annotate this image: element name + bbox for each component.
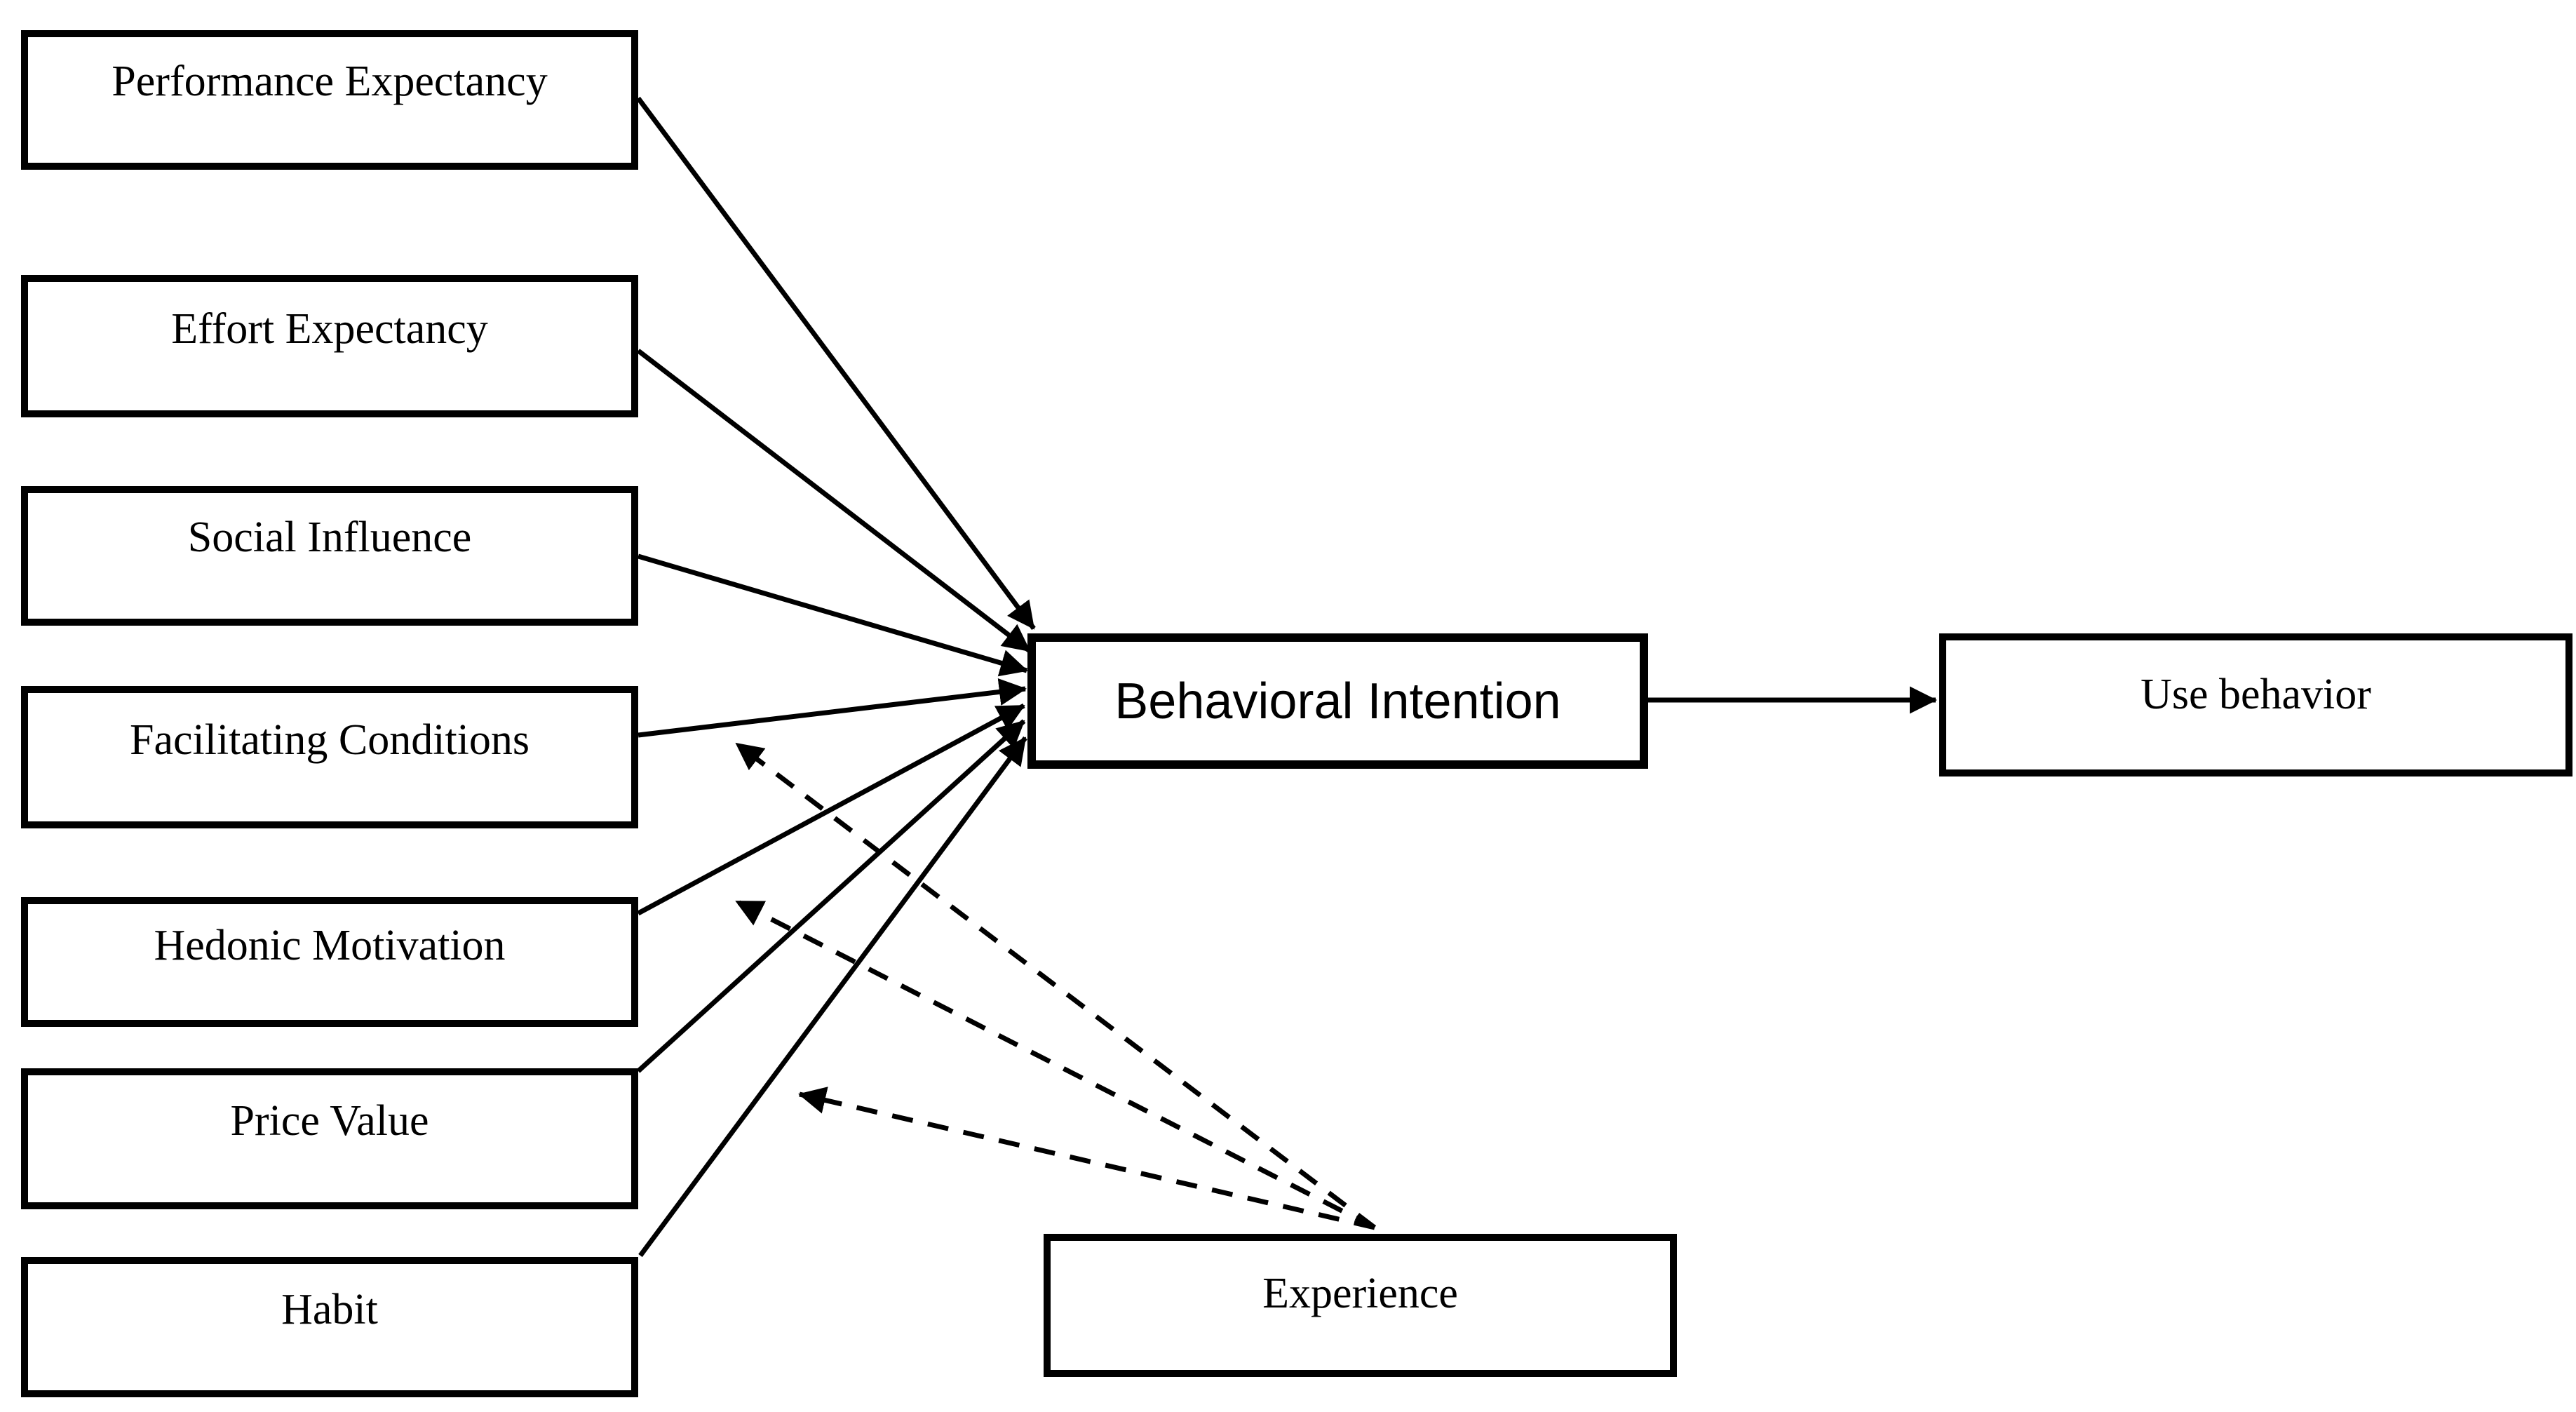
price-value-label: Price Value (230, 1097, 429, 1145)
performance-expectancy-label: Performance Expectancy (112, 58, 548, 105)
edge-social-to-bi (638, 553, 1028, 677)
behavioral-intention-box: Behavioral Intention (1027, 633, 1648, 769)
hedonic-motivation-label: Hedonic Motivation (154, 922, 506, 969)
price-value-box: Price Value (21, 1068, 638, 1209)
performance-expectancy-box: Performance Expectancy (21, 30, 638, 170)
edge-facilitating-to-bi (638, 678, 1027, 738)
effort-expectancy-box: Effort Expectancy (21, 275, 638, 417)
edge-price-to-bi (636, 719, 1026, 1073)
edge-experience-moderates-hedonic (735, 899, 1376, 1230)
social-influence-box: Social Influence (21, 486, 638, 626)
experience-box: Experience (1044, 1234, 1677, 1377)
edge-habit-to-bi (638, 736, 1027, 1258)
habit-label: Habit (281, 1286, 378, 1333)
edge-hedonic-to-bi (637, 703, 1025, 916)
edge-experience-moderates-habit (798, 1087, 1375, 1230)
effort-expectancy-label: Effort Expectancy (171, 305, 488, 353)
experience-label: Experience (1262, 1270, 1458, 1317)
behavioral-intention-label: Behavioral Intention (1114, 673, 1561, 729)
use-behavior-box: Use behavior (1939, 633, 2572, 776)
edge-effort-to-bi (636, 349, 1032, 653)
use-behavior-label: Use behavior (2140, 671, 2371, 718)
edge-experience-moderates-facilitating (734, 741, 1377, 1230)
facilitating-conditions-label: Facilitating Conditions (129, 716, 530, 764)
habit-box: Habit (21, 1257, 638, 1397)
hedonic-motivation-box: Hedonic Motivation (21, 897, 638, 1027)
social-influence-label: Social Influence (187, 513, 472, 561)
edge-performance-to-bi (636, 96, 1036, 631)
facilitating-conditions-box: Facilitating Conditions (21, 686, 638, 828)
